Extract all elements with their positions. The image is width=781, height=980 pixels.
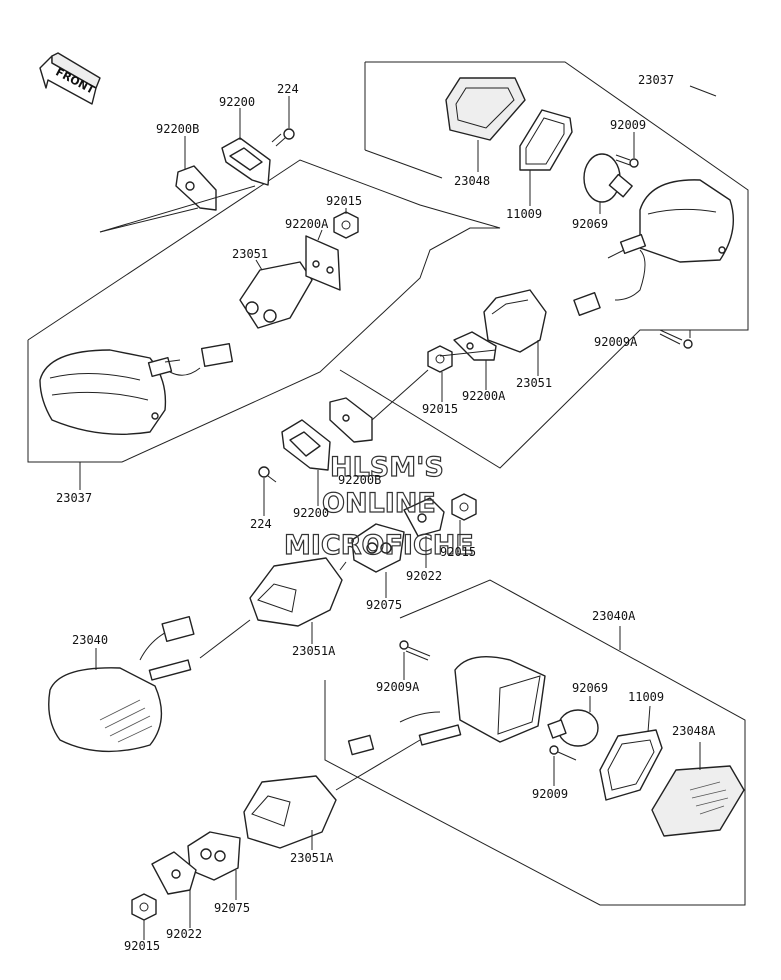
label-92200A-top: 92200A [285,217,329,231]
label-92015-mid2: 92015 [440,545,476,559]
label-92009A-right: 92009A [594,335,638,349]
label-92022-low: 92022 [166,927,202,941]
label-23040: 23040 [72,633,108,647]
label-92200-mid: 92200 [293,506,329,520]
label-92009-low: 92009 [532,787,568,801]
label-92015-low: 92015 [124,939,160,953]
bulb-92069-low [547,709,599,747]
screw-92009A-right [659,329,693,349]
turn-signal-housing-23040 [48,615,195,753]
screw-224-top [271,128,295,147]
watermark-line-1: HLSM'S [330,452,444,483]
bulb-92069-top [583,153,633,203]
grommet-92075-low [187,831,241,881]
turn-signal-housing-23037-right [573,179,735,316]
assembly-outline-right-upper [339,61,749,469]
plate-92200B-mid [329,397,373,443]
plate-92200A-top [305,235,341,291]
screw-92009A-low [399,640,431,661]
lens-23048A [651,765,745,837]
label-23051A-mid: 23051A [292,644,336,658]
label-92069-top: 92069 [572,217,608,231]
label-92009A-low: 92009A [376,680,420,694]
grommet-92075-mid [351,523,405,573]
label-224-mid: 224 [250,517,272,531]
bracket-92200-top [221,137,271,186]
bracket-92200-mid [281,419,331,471]
label-23048A: 23048A [672,724,716,738]
label-92200A-mid: 92200A [462,389,506,403]
nut-92015-mid2 [451,493,477,521]
watermark-line-2: ONLINE [322,488,436,519]
label-92009-right: 92009 [610,118,646,132]
turn-signal-housing-23040A [347,656,546,756]
label-92075-mid: 92075 [366,598,402,612]
gasket-11009-low [599,729,663,801]
label-224-top: 224 [277,82,299,96]
label-92015-mid: 92015 [422,402,458,416]
screw-92009-low [549,745,577,761]
watermark-line-3: MICROFICHE [284,530,474,561]
label-23051-right: 23051 [516,376,552,390]
nut-92015-top [333,211,359,239]
screw-224-mid [258,466,277,483]
watermark: HLSM'S ONLINE MICROFICHE [283,451,474,561]
leader-lines [79,85,717,940]
label-92075-low: 92075 [214,901,250,915]
plate-92022-mid [403,497,445,537]
grommet-23051-right [483,289,547,353]
label-11009-low: 11009 [628,690,664,704]
label-23037-right: 23037 [638,73,674,87]
assembly-outline-lower-right [324,579,746,906]
label-23048: 23048 [454,174,490,188]
label-23037-left: 23037 [56,491,92,505]
label-92022-mid: 92022 [406,569,442,583]
turn-signal-housing-23037-left [39,343,234,435]
grommet-23051A-low [243,775,337,849]
label-92069-low: 92069 [572,681,608,695]
plate-92200A-mid [453,331,497,361]
label-23040A: 23040A [592,609,636,623]
label-92200B-top: 92200B [156,122,199,136]
label-92200B-mid: 92200B [338,473,381,487]
label-23051A-low: 23051A [290,851,334,865]
screw-92009-top [615,154,639,168]
label-92200-top: 92200 [219,95,255,109]
label-92015-top: 92015 [326,194,362,208]
label-11009-top: 11009 [506,207,542,221]
label-23051-top: 23051 [232,247,268,261]
gasket-11009-top [519,109,573,171]
grommet-23051A-mid [249,557,347,627]
plate-92200B-top [175,165,217,211]
plate-92022-low [151,851,197,895]
grommet-23051-top [239,261,313,329]
part-labels: 224 92200 92200B 92015 92200A 23051 2303… [56,73,716,953]
lens-23048 [445,77,526,141]
assembly-outline-left [27,159,501,463]
nut-92015-mid [427,345,453,373]
front-arrow-icon: FRONT [39,52,101,105]
nut-92015-low [131,893,157,921]
